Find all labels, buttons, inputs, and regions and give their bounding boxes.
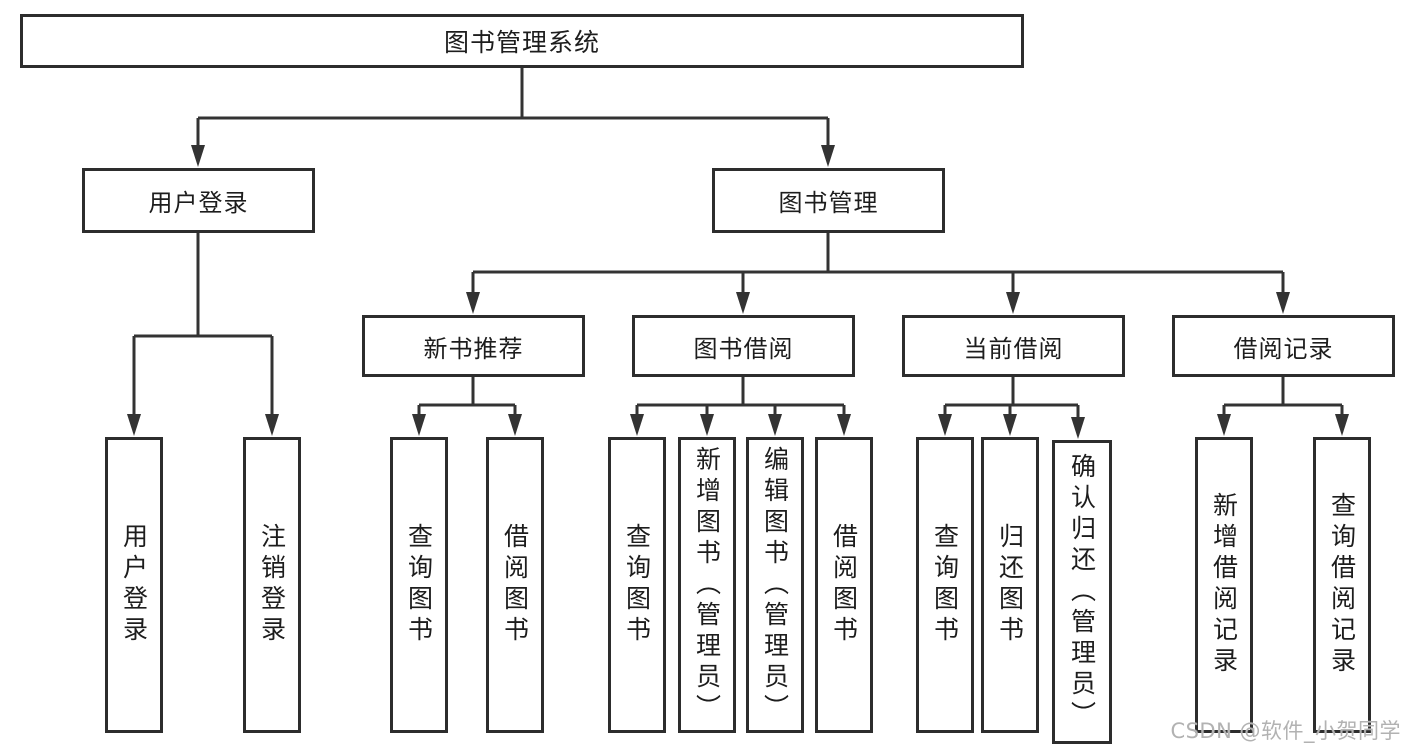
node-user-login-branch: 用户登录: [82, 168, 315, 233]
leaf-return-books: 归还图书: [981, 437, 1039, 733]
leaf-logout: 注销登录: [243, 437, 301, 733]
node-label: 注销登录: [257, 523, 287, 647]
leaf-edit-book-admin: 编辑图书（管理员）: [746, 437, 804, 733]
node-label: 借阅记录: [1233, 334, 1334, 363]
node-borrowing-records: 借阅记录: [1172, 315, 1395, 377]
node-book-management: 图书管理: [712, 168, 945, 233]
leaf-borrow-books: 借阅图书: [815, 437, 873, 733]
node-label: 新增图书（管理员）: [692, 445, 722, 725]
node-label: 借阅图书: [500, 523, 530, 647]
node-library-management-system: 图书管理系统: [20, 14, 1024, 68]
node-label: 新增借阅记录: [1209, 492, 1239, 678]
node-label: 查询图书: [622, 523, 652, 647]
node-current-borrowing: 当前借阅: [902, 315, 1125, 377]
leaf-query-books-borrow: 查询图书: [608, 437, 666, 733]
leaf-add-borrow-record: 新增借阅记录: [1195, 437, 1253, 733]
node-book-borrowing: 图书借阅: [632, 315, 855, 377]
node-label: 图书借阅: [693, 334, 794, 363]
node-label: 编辑图书（管理员）: [760, 445, 790, 725]
node-label: 归还图书: [995, 523, 1025, 647]
leaf-query-borrow-record: 查询借阅记录: [1313, 437, 1371, 733]
node-label: 查询图书: [404, 523, 434, 647]
leaf-user-login: 用户登录: [105, 437, 163, 733]
leaf-add-book-admin: 新增图书（管理员）: [678, 437, 736, 733]
node-label: 当前借阅: [963, 334, 1064, 363]
node-label: 图书管理系统: [443, 28, 600, 57]
leaf-borrow-books-recommend: 借阅图书: [486, 437, 544, 733]
node-label: 用户登录: [148, 189, 249, 217]
csdn-watermark: CSDN @软件_小贺同学: [1170, 719, 1401, 743]
node-label: 用户登录: [119, 523, 149, 647]
leaf-confirm-return-admin: 确认归还（管理员）: [1052, 440, 1112, 744]
node-label: 图书管理: [778, 189, 879, 217]
node-label: 查询借阅记录: [1327, 492, 1357, 678]
node-label: 查询图书: [930, 523, 960, 647]
node-label: 确认归还（管理员）: [1067, 452, 1097, 732]
node-new-book-recommendation: 新书推荐: [362, 315, 585, 377]
leaf-query-books-current: 查询图书: [916, 437, 974, 733]
node-label: 新书推荐: [423, 334, 524, 363]
leaf-query-books-recommend: 查询图书: [390, 437, 448, 733]
node-label: 借阅图书: [829, 523, 859, 647]
